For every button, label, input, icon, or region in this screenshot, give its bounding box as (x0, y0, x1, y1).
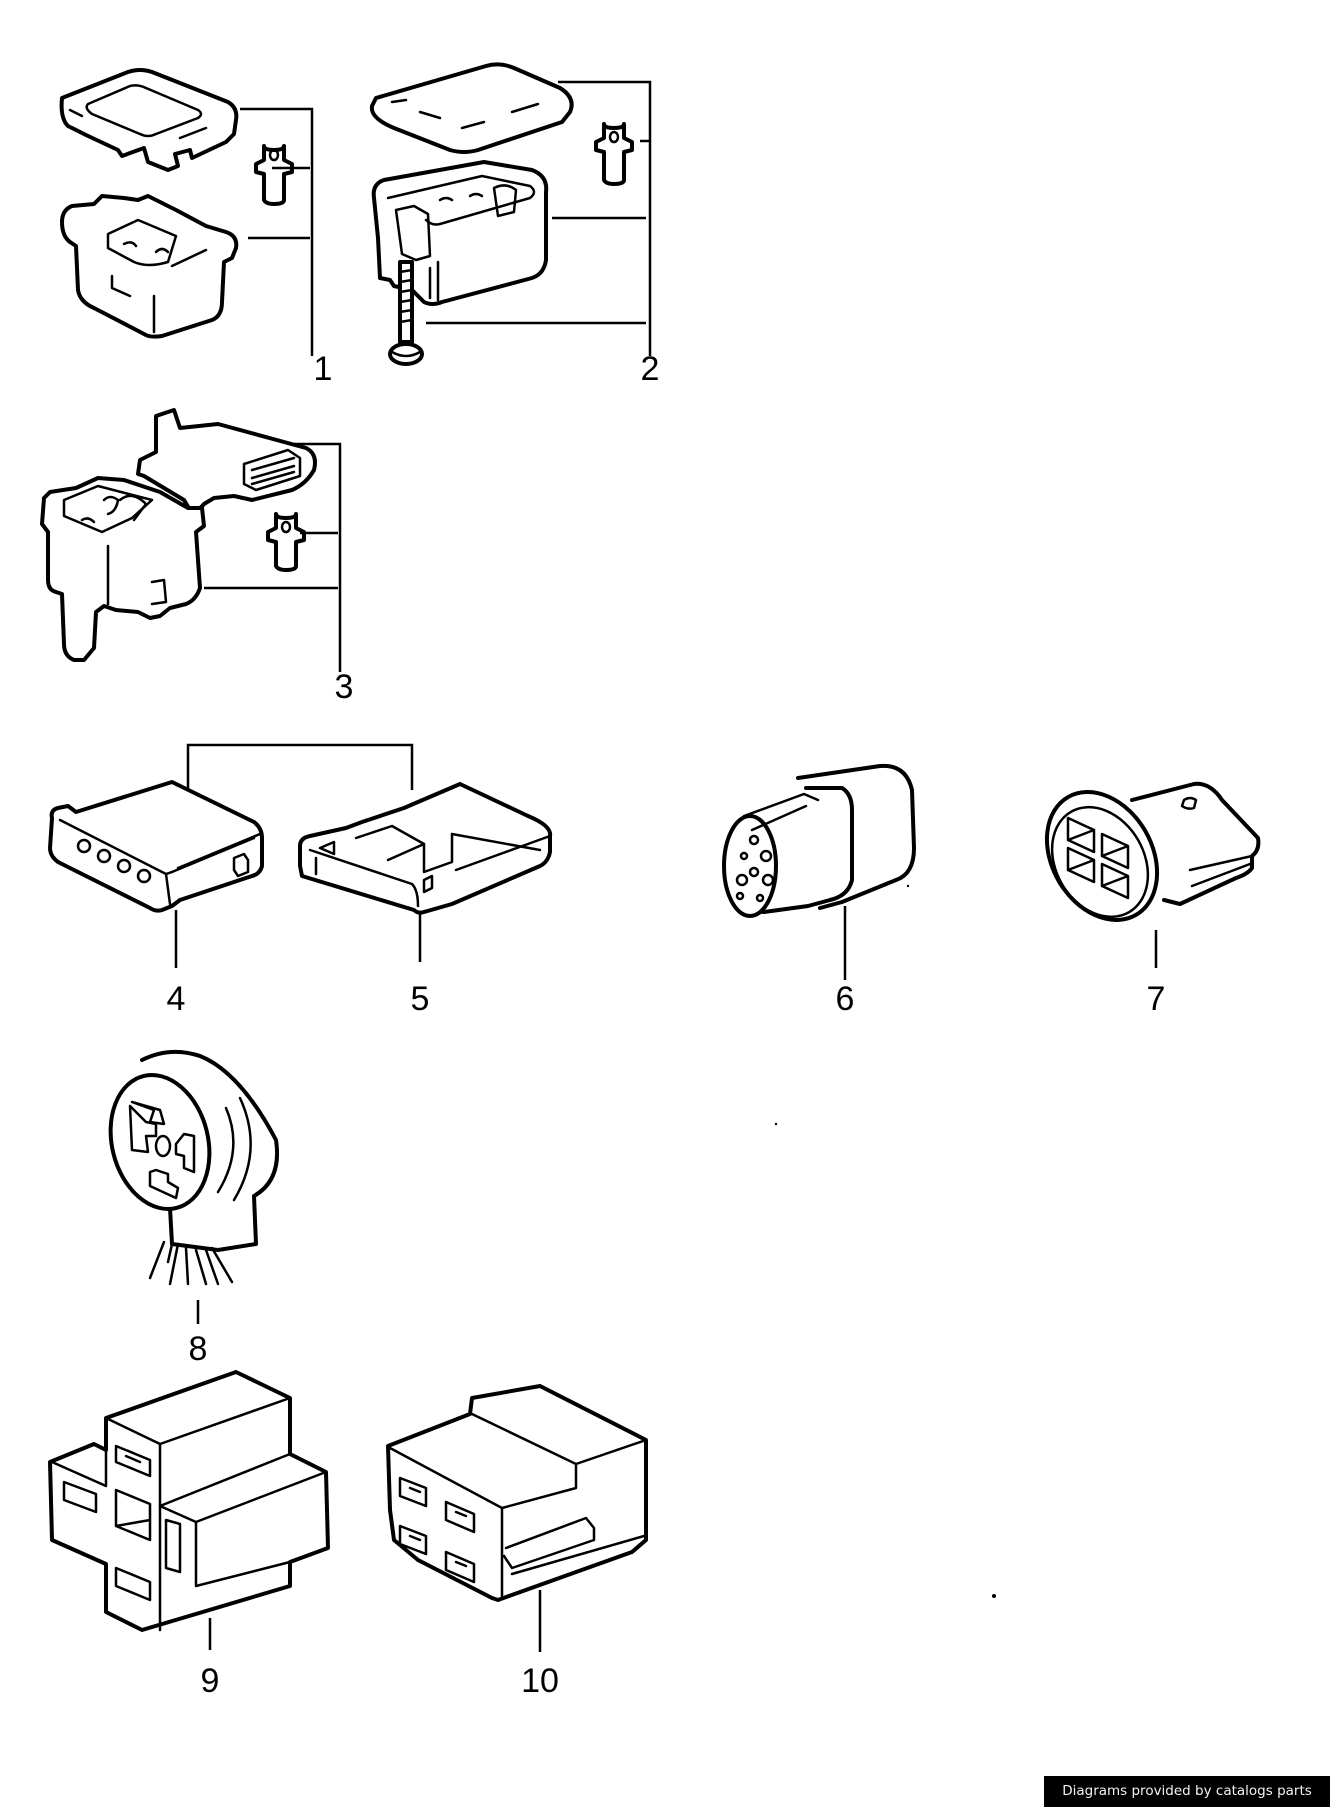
part-1-cover[interactable] (59, 68, 239, 172)
part-7-connector[interactable] (1025, 772, 1261, 940)
callout-4[interactable]: 4 (167, 980, 186, 1018)
credit-banner[interactable]: Diagrams provided by catalogs parts (1044, 1776, 1330, 1807)
part-5-connector[interactable] (298, 782, 553, 915)
part-7-group[interactable]: 7 (1025, 772, 1261, 1018)
callout-6[interactable]: 6 (836, 980, 855, 1018)
part-8-group[interactable]: 8 (97, 1049, 279, 1368)
callout-8[interactable]: 8 (189, 1330, 208, 1368)
part-2-group[interactable]: 2 (369, 62, 660, 388)
part-2-leader (426, 80, 652, 356)
part-1-terminal[interactable] (254, 144, 294, 206)
part-2-box[interactable] (371, 160, 549, 306)
callout-10[interactable]: 10 (521, 1662, 559, 1700)
part-8-socket[interactable] (97, 1049, 279, 1286)
callout-9[interactable]: 9 (201, 1662, 220, 1700)
callout-2[interactable]: 2 (641, 350, 660, 388)
part-10-group[interactable]: 10 (386, 1384, 648, 1700)
part-4-connector[interactable] (48, 780, 264, 913)
scan-speck (992, 1594, 996, 1598)
part-10-relay-socket[interactable] (386, 1384, 648, 1602)
callout-3[interactable]: 3 (335, 668, 354, 706)
part-1-base[interactable] (60, 194, 239, 339)
part-6-connector[interactable] (722, 763, 916, 918)
part-3-group[interactable]: 3 (40, 408, 354, 706)
part-9-relay-socket[interactable] (48, 1370, 330, 1632)
callout-1[interactable]: 1 (314, 350, 333, 388)
part-2-screw[interactable] (388, 260, 424, 366)
part-1-group[interactable]: 1 (59, 68, 333, 388)
callout-7[interactable]: 7 (1147, 980, 1166, 1018)
part-5-group[interactable]: 5 (298, 782, 553, 1018)
part-3-holder[interactable] (40, 408, 317, 662)
part-2-lid[interactable] (369, 62, 574, 154)
part-3-leader (204, 442, 342, 672)
callout-5[interactable]: 5 (411, 980, 430, 1018)
scan-speck (774, 1122, 778, 1126)
part-6-group[interactable]: 6 (722, 763, 916, 1018)
part-4-group[interactable]: 4 (48, 780, 264, 1018)
part-2-terminal[interactable] (594, 122, 634, 186)
part-3-terminal[interactable] (266, 512, 306, 572)
parts-4-5-bracket (186, 743, 414, 790)
part-9-group[interactable]: 9 (48, 1370, 330, 1700)
part-1-leader (240, 107, 314, 356)
scan-speck (906, 884, 910, 888)
